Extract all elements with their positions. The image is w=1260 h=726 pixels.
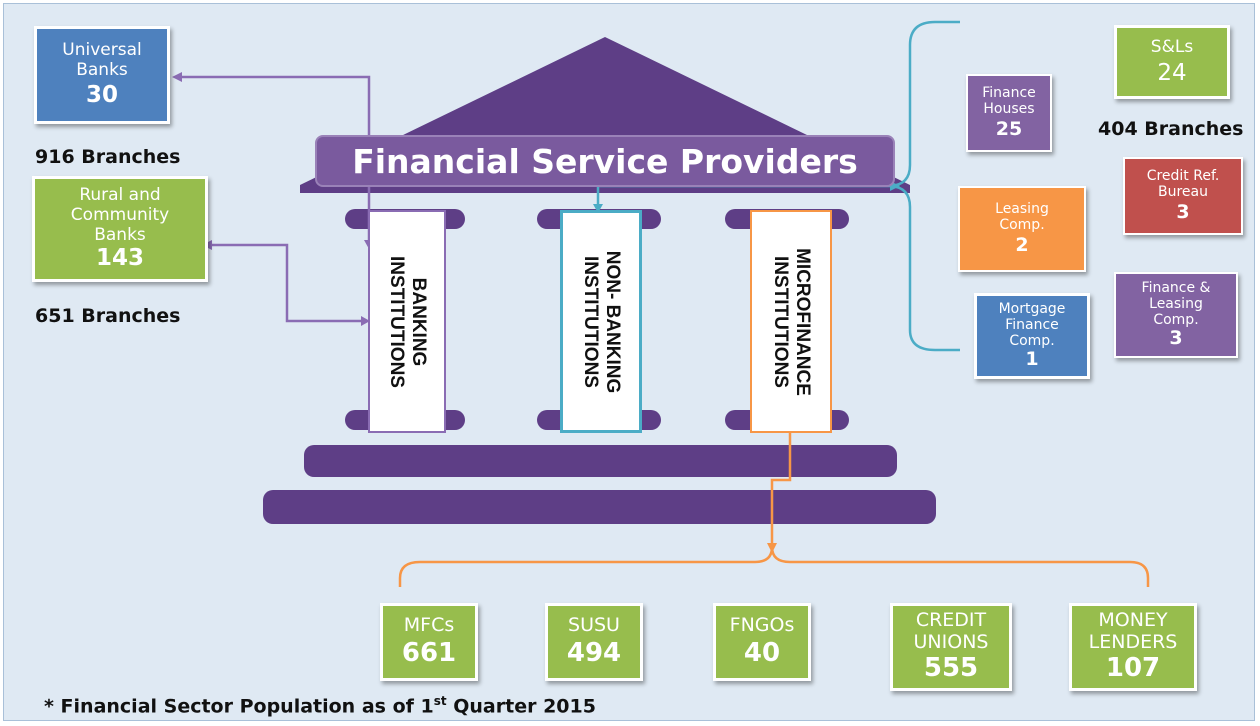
arrowhead: [361, 316, 370, 326]
step-bottom: [263, 490, 936, 524]
sls-branches: 404 Branches: [1098, 118, 1244, 140]
money-lenders-box: MONEY LENDERS 107: [1069, 603, 1197, 691]
pillar-banking: BANKING INSTITUTIONS: [368, 210, 446, 433]
footnote-superscript: st: [433, 694, 447, 708]
step-top: [304, 445, 897, 477]
fngos-box: FNGOs 40: [713, 603, 811, 681]
footnote-suffix: Quarter 2015: [446, 695, 596, 718]
rural-banks-box: Rural and Community Banks 143: [32, 176, 208, 282]
pillar-microfinance: MICROFINANCE INSTITUTIONS: [750, 210, 832, 433]
universal-banks-box: Universal Banks 30: [34, 26, 170, 124]
sls-box: S&Ls 24: [1114, 25, 1230, 99]
rural-branches: 651 Branches: [35, 305, 181, 327]
footnote: * Financial Sector Population as of 1st …: [44, 694, 596, 717]
credit-ref-bureau-box: Credit Ref. Bureau 3: [1123, 157, 1243, 235]
banking-connector: [178, 75, 371, 323]
finance-houses-box: Finance Houses 25: [966, 74, 1052, 152]
arrowhead: [172, 72, 182, 82]
title-bar: Financial Service Providers: [315, 135, 895, 187]
pillar-microfinance-label: MICROFINANCE INSTITUTIONS: [770, 247, 813, 396]
footnote-text: * Financial Sector Population as of 1: [44, 695, 434, 718]
credit-unions-box: CREDIT UNIONS 555: [890, 603, 1012, 691]
pillar-nonbanking: NON- BANKING INSTITUTIONS: [560, 210, 642, 433]
leasing-comp-box: Leasing Comp. 2: [958, 186, 1086, 272]
finance-leasing-comp-box: Finance & Leasing Comp. 3: [1114, 272, 1238, 358]
universal-branches: 916 Branches: [35, 146, 181, 168]
arrowhead: [593, 204, 603, 213]
arrowhead: [767, 543, 777, 553]
mfcs-box: MFCs 661: [380, 603, 478, 681]
susu-box: SUSU 494: [545, 603, 643, 681]
mortgage-finance-comp-box: Mortgage Finance Comp. 1: [974, 293, 1090, 379]
pillar-nonbanking-label: NON- BANKING INSTITUTIONS: [580, 250, 623, 393]
pillar-banking-label: BANKING INSTITUTIONS: [386, 255, 429, 388]
